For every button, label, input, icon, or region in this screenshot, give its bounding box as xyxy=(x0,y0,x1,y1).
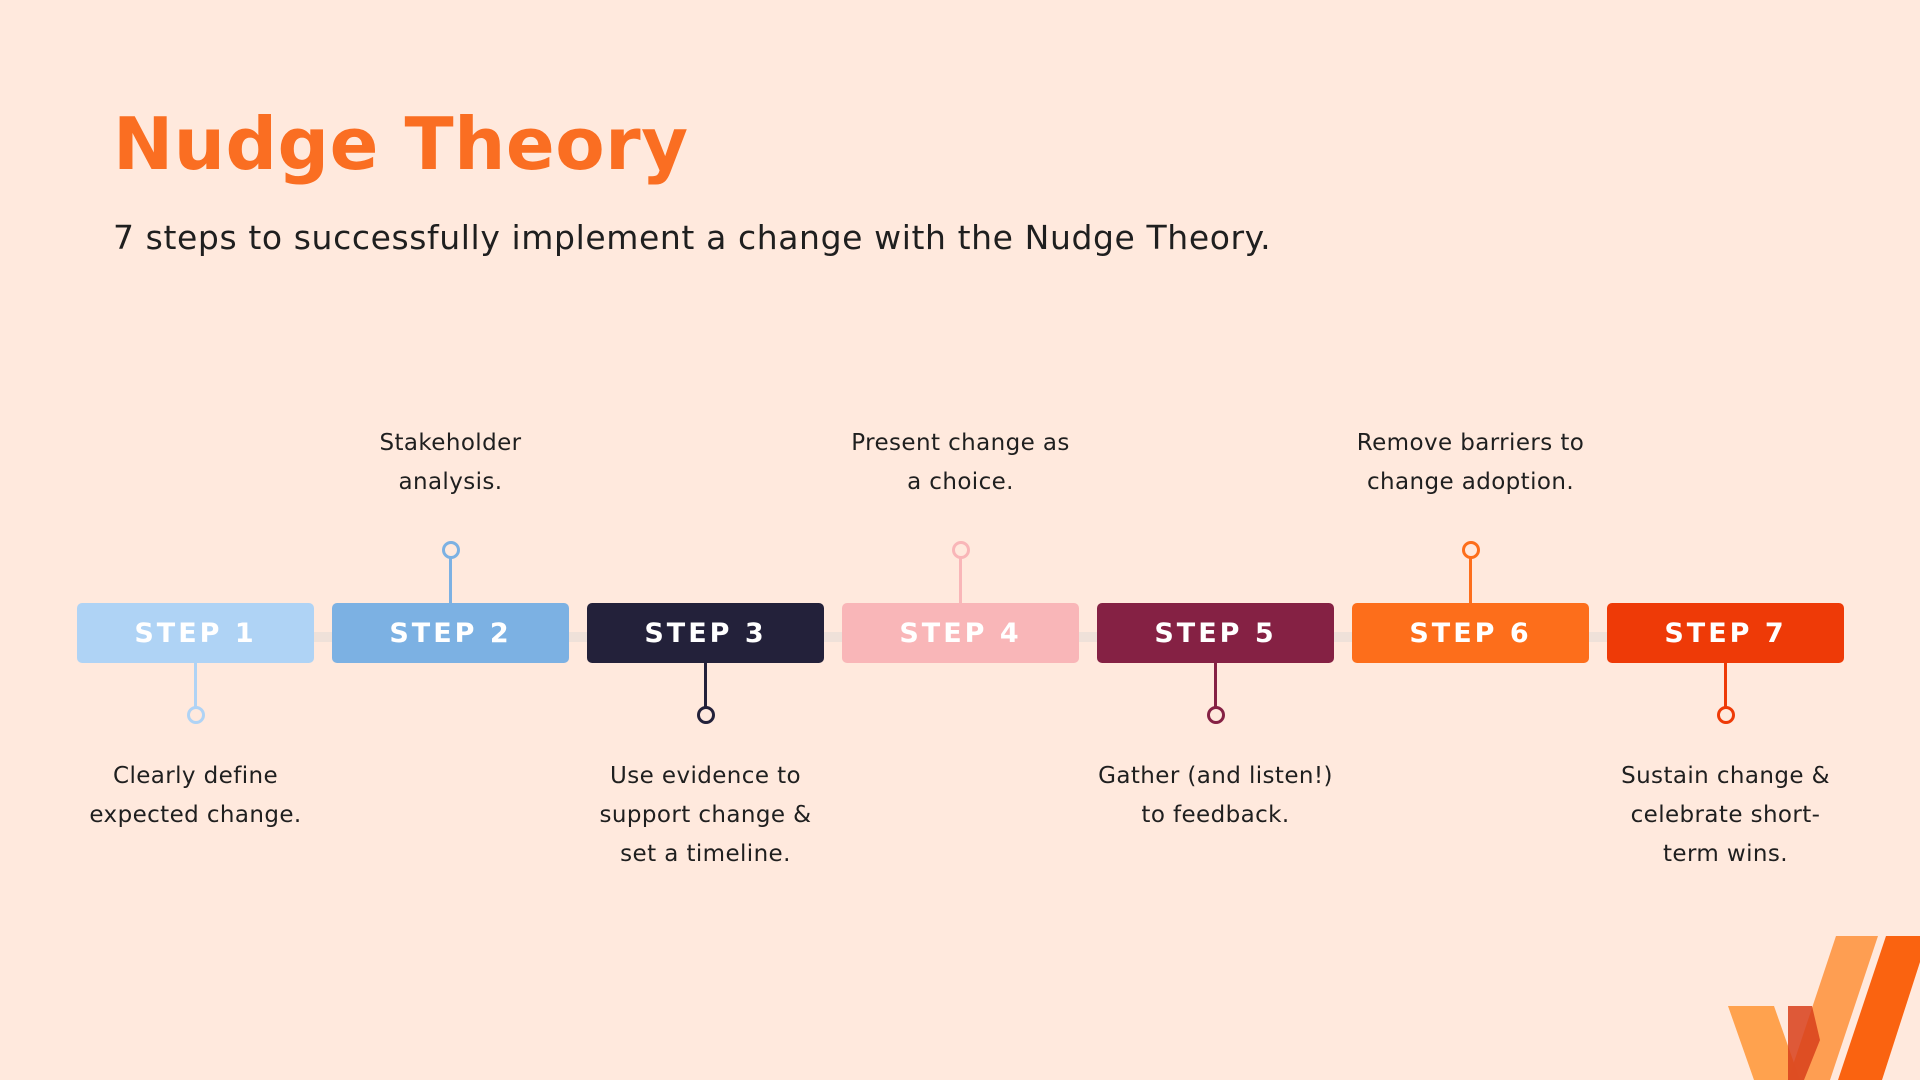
step-1-description-line: Clearly define xyxy=(112,763,279,789)
step-6-description: Remove barriers to change adoption. xyxy=(1321,424,1621,502)
step-3-box: STEP 3 xyxy=(587,603,824,663)
step-4-node-icon xyxy=(951,541,970,559)
step-1-description: Clearly define expected change. xyxy=(46,757,346,835)
step-1-description-line: expected change. xyxy=(89,802,302,828)
step-7-box: STEP 7 xyxy=(1607,603,1844,663)
step-5-label: STEP 5 xyxy=(1154,617,1277,649)
step-5-description: Gather (and listen!) to feedback. xyxy=(1066,757,1366,835)
step-7-node-icon xyxy=(1716,706,1735,724)
step-2-node-icon xyxy=(441,541,460,559)
step-1-connector xyxy=(194,663,197,708)
step-6-description-line: Remove barriers to xyxy=(1356,430,1585,456)
step-6-node-icon xyxy=(1461,541,1480,559)
page-title: Nudge Theory xyxy=(113,102,689,186)
step-2-label: STEP 2 xyxy=(389,617,512,649)
step-2-description-line: analysis. xyxy=(398,469,503,495)
step-4-label: STEP 4 xyxy=(899,617,1022,649)
step-1-label: STEP 1 xyxy=(134,617,257,649)
step-7-description-line: term wins. xyxy=(1662,841,1788,867)
page-subtitle: 7 steps to successfully implement a chan… xyxy=(113,218,1272,257)
step-3-description-line: Use evidence to xyxy=(610,763,801,789)
step-6-box: STEP 6 xyxy=(1352,603,1589,663)
step-2-description: Stakeholder analysis. xyxy=(301,424,601,502)
step-4-description-line: Present change as xyxy=(851,430,1070,456)
step-5-node-icon xyxy=(1206,706,1225,724)
step-6-connector xyxy=(1469,557,1472,603)
step-3-description: Use evidence to support change & set a t… xyxy=(556,757,856,874)
step-5-description-line: Gather (and listen!) xyxy=(1098,763,1333,789)
step-5-description-line: to feedback. xyxy=(1141,802,1290,828)
step-3-connector xyxy=(704,663,707,708)
step-2-box: STEP 2 xyxy=(332,603,569,663)
step-3-node-icon xyxy=(696,706,715,724)
step-3-label: STEP 3 xyxy=(644,617,767,649)
logo-right-stroke xyxy=(1838,936,1920,1080)
step-4-description-line: a choice. xyxy=(907,469,1014,495)
step-6-description-line: change adoption. xyxy=(1366,469,1575,495)
step-7-connector xyxy=(1724,663,1727,708)
step-6-label: STEP 6 xyxy=(1409,617,1532,649)
step-3-description-line: set a timeline. xyxy=(620,841,791,867)
step-3-description-line: support change & xyxy=(599,802,812,828)
whatfix-w-logo-icon xyxy=(1728,936,1920,1080)
step-1-node-icon xyxy=(186,706,205,724)
logo-overlap xyxy=(1788,1006,1820,1080)
step-7-label: STEP 7 xyxy=(1664,617,1787,649)
step-7-description-line: celebrate short- xyxy=(1630,802,1821,828)
logo-left-stroke xyxy=(1728,1006,1800,1080)
step-2-description-line: Stakeholder xyxy=(379,430,522,456)
step-7-description: Sustain change & celebrate short- term w… xyxy=(1576,757,1876,874)
step-1-box: STEP 1 xyxy=(77,603,314,663)
step-5-box: STEP 5 xyxy=(1097,603,1334,663)
step-2-connector xyxy=(449,557,452,603)
step-7-description-line: Sustain change & xyxy=(1621,763,1830,789)
step-4-description: Present change as a choice. xyxy=(811,424,1111,502)
step-4-connector xyxy=(959,557,962,603)
step-4-box: STEP 4 xyxy=(842,603,1079,663)
step-5-connector xyxy=(1214,663,1217,708)
